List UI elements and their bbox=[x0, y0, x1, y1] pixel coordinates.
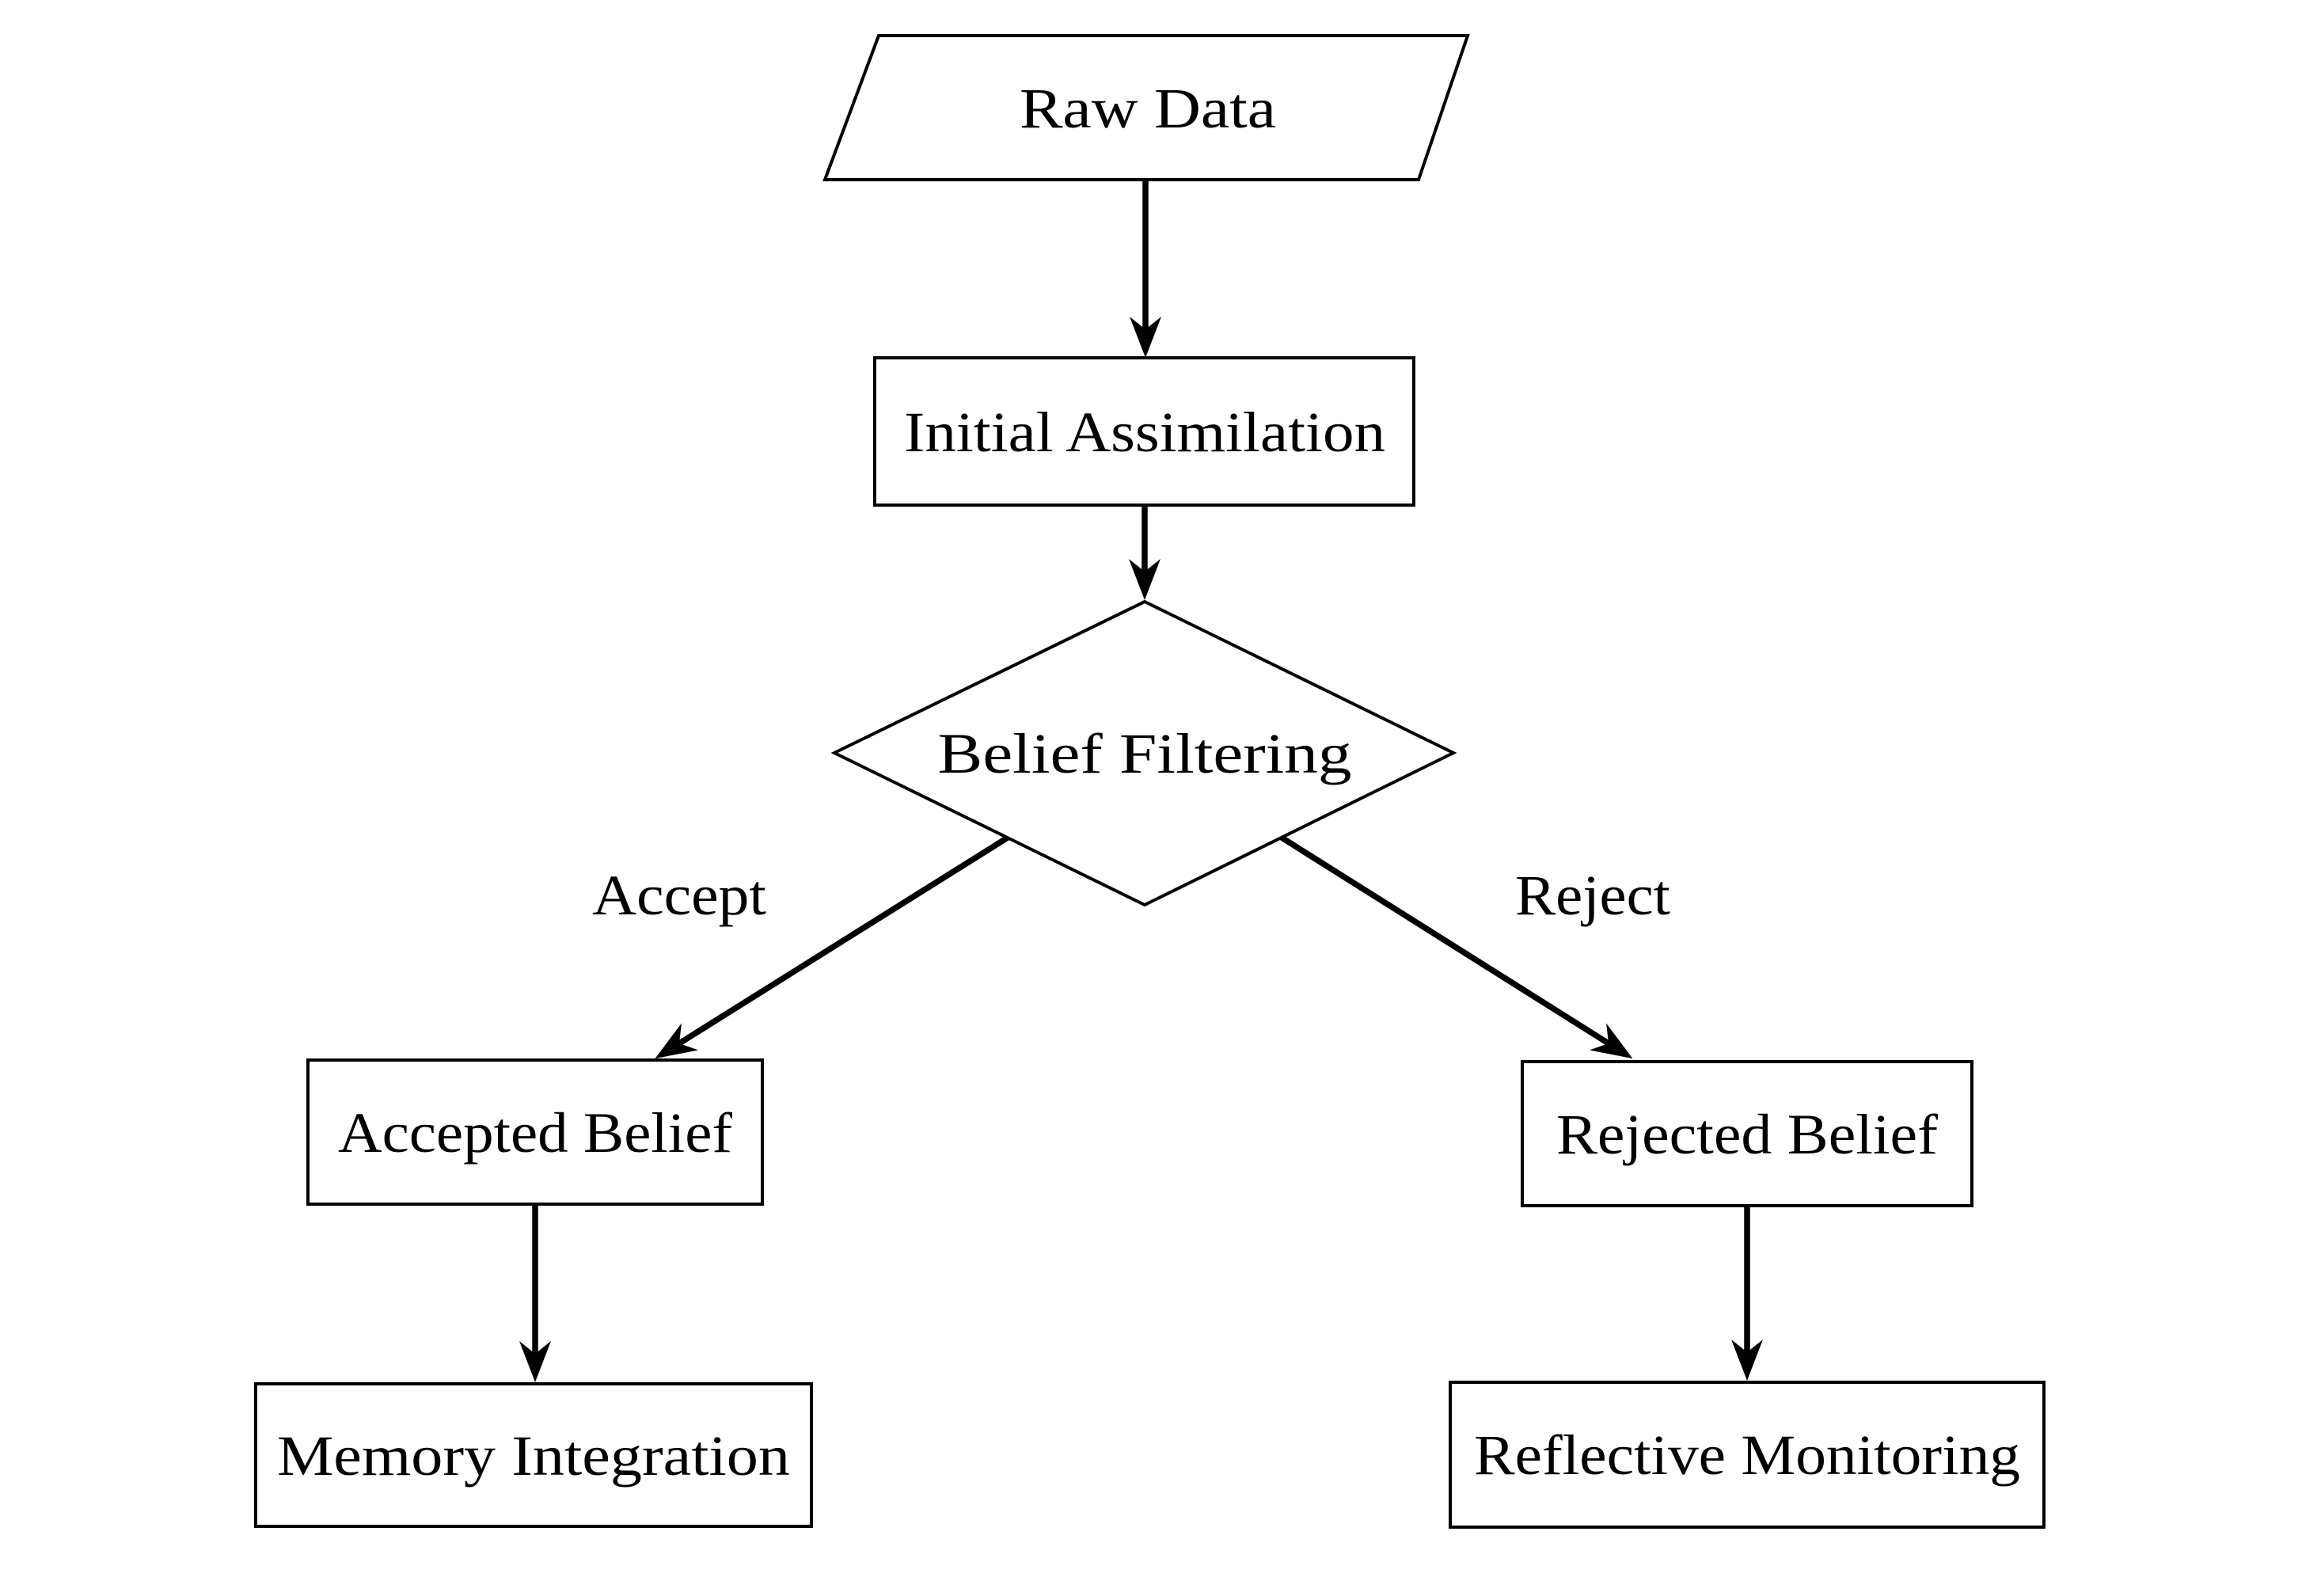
reflective-monitoring-node bbox=[1449, 1381, 2046, 1529]
accept-edge-label: Accept bbox=[592, 864, 766, 927]
initial-assimilation-node bbox=[873, 356, 1415, 507]
rejected-belief-node bbox=[1521, 1060, 1973, 1207]
reject-edge-label: Reject bbox=[1515, 864, 1670, 927]
edge-belief-filtering-to-accepted-belief bbox=[655, 834, 1009, 1059]
reflective-monitoring-label: Reflective Monitoring bbox=[1474, 1423, 2020, 1487]
edge-belief-filtering-to-rejected-belief bbox=[1280, 834, 1633, 1059]
belief-filtering-decision-node bbox=[830, 599, 1457, 907]
belief-filtering-label: Belief Filtering bbox=[938, 722, 1352, 785]
memory-integration-node bbox=[254, 1382, 813, 1528]
initial-assimilation-label: Initial Assimilation bbox=[904, 401, 1385, 464]
raw-data-label: Raw Data bbox=[1020, 77, 1276, 140]
memory-integration-label: Memory Integration bbox=[277, 1424, 790, 1488]
accepted-belief-node bbox=[306, 1058, 764, 1206]
accepted-belief-label: Accepted Belief bbox=[338, 1101, 732, 1165]
rejected-belief-label: Rejected Belief bbox=[1556, 1103, 1938, 1166]
raw-data-node bbox=[822, 34, 1470, 181]
